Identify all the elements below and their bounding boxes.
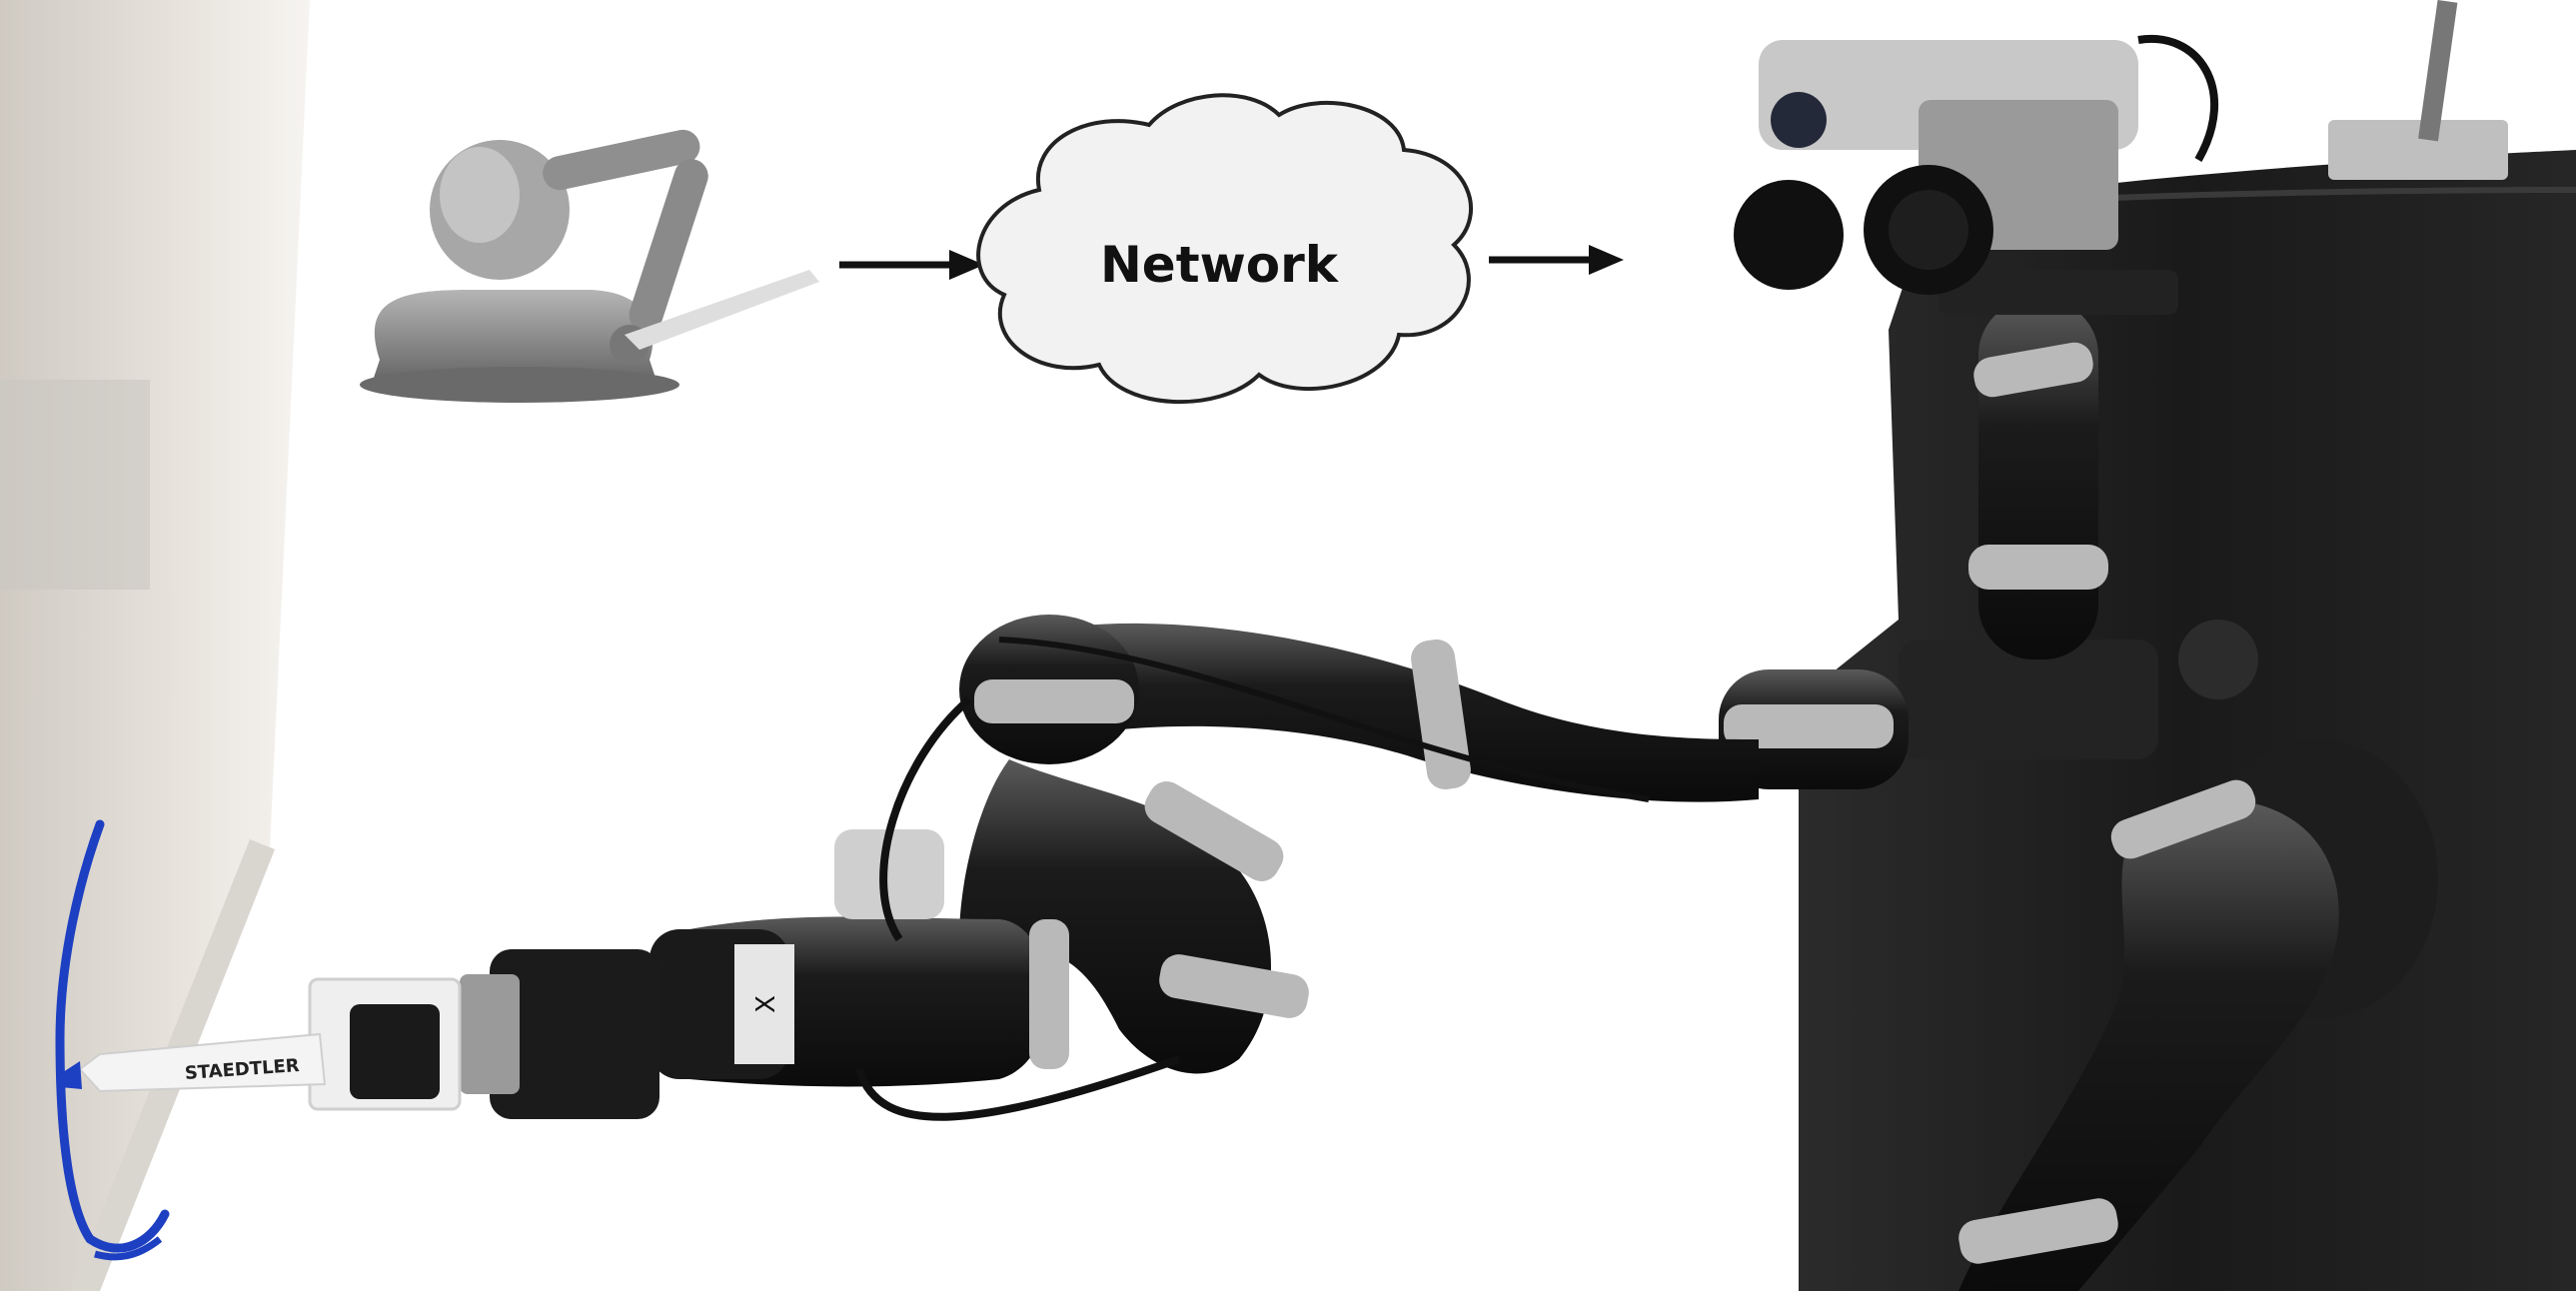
whiteboard-drawing [55,819,170,1253]
antenna-box [2328,120,2508,180]
robot-right-arm [1958,739,2438,1291]
arrow-to-network [839,250,984,280]
gripper [490,949,659,1119]
arrow-from-network [1489,245,1624,275]
network-label: Network [1099,236,1339,294]
marker-pen: STAEDTLER [60,1032,327,1093]
camera-lens-left [1734,180,1844,290]
whiteboard [0,0,310,1291]
robot-left-arm: X STAEDTLER [60,615,1909,1121]
haptic-stylus [625,270,819,350]
network-cloud [976,93,1473,405]
robot-head [1734,34,2219,659]
haptic-device [360,129,819,403]
antenna [2418,0,2458,142]
wrist-camera [834,829,944,919]
gripper-mark: X [751,995,781,1013]
